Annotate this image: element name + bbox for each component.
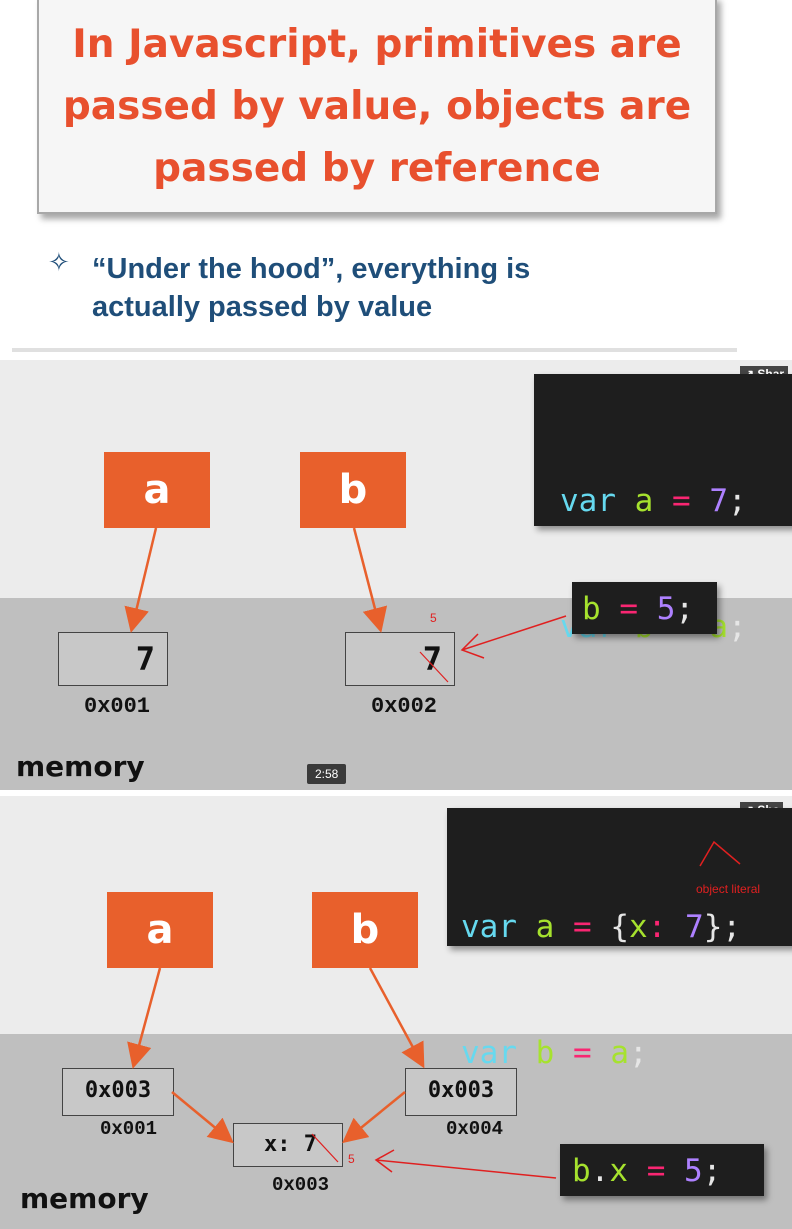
code-brace: {: [610, 909, 630, 945]
code-brace: };: [703, 909, 742, 945]
memory-label: memory: [20, 1182, 149, 1215]
memory-cell-b: 0x003: [405, 1068, 517, 1116]
code-keyword: var: [461, 909, 517, 945]
code-operator: =: [646, 1153, 666, 1189]
arrow-b-to-cell: [352, 527, 388, 633]
code-keyword: var: [560, 483, 616, 519]
code-identifier: b: [572, 1153, 591, 1189]
code-property: x: [609, 1153, 629, 1189]
code-operator: =: [573, 909, 592, 945]
variable-a-box: a: [107, 892, 213, 968]
arrow-cell-a-to-object: [171, 1091, 234, 1144]
annotation-new-value: 5: [348, 1152, 355, 1166]
annotation-arrow: [375, 1159, 557, 1179]
slide-title: In Javascript, primitives are passed by …: [62, 22, 692, 191]
code-semicolon: ;: [728, 609, 747, 645]
code-number: 7: [709, 483, 729, 519]
title-box: In Javascript, primitives are passed by …: [37, 0, 717, 214]
code-identifier: a: [610, 1035, 630, 1071]
video-timestamp: 2:58: [307, 764, 347, 784]
arrow-a-to-cell: [124, 527, 158, 633]
code-semicolon: ;: [675, 591, 695, 627]
variable-b-box: b: [312, 892, 418, 968]
code-number: 7: [685, 909, 704, 945]
code-identifier: a: [634, 483, 654, 519]
memory-cell-b: 7: [345, 632, 455, 686]
address-label-a: 0x001: [100, 1118, 158, 1140]
arrow-b-to-cell: [368, 967, 425, 1069]
address-label-b: 0x002: [371, 694, 438, 719]
code-identifier: a: [535, 909, 555, 945]
strikethrough-mark: [419, 651, 449, 683]
memory-cell-a: 0x003: [62, 1068, 174, 1116]
memory-cell-a: 7: [58, 632, 168, 686]
annotation-arrowhead: [374, 1149, 395, 1173]
object-value: 7: [303, 1132, 317, 1157]
video-frame-primitives: ↗ Shar var a = 7; var b = a; a b 7 7 0x0…: [0, 360, 792, 790]
slide-title-section: In Javascript, primitives are passed by …: [0, 0, 792, 358]
code-number: 5: [684, 1153, 703, 1189]
code-number: 5: [656, 591, 676, 627]
annotation-new-value: 5: [430, 611, 437, 625]
code-identifier: b: [535, 1035, 555, 1071]
assign-code-box: b = 5;: [572, 582, 717, 634]
bullet-star-icon: ✧: [48, 248, 70, 278]
assign-code-box: b.x = 5;: [560, 1144, 764, 1196]
code-line-2: var b = a;: [461, 1032, 792, 1074]
annotation-arrowhead: [460, 633, 485, 659]
memory-label: memory: [16, 750, 145, 783]
code-snippet: var a = {x: 7}; var b = a;: [447, 808, 792, 1071]
arrow-a-to-cell: [127, 967, 162, 1069]
frame2-arrows: [127, 840, 741, 1179]
code-semicolon: ;: [629, 1035, 648, 1071]
video-frame-objects: ↗ Sha var a = {x: 7}; var b = a; object …: [0, 796, 792, 1229]
code-key: x: [629, 909, 648, 945]
frame1-arrows: [124, 527, 567, 683]
address-label-b: 0x004: [446, 1118, 504, 1140]
code-semicolon: ;: [702, 1153, 722, 1189]
code-line-1: var a = {x: 7};: [461, 906, 792, 948]
code-operator: =: [672, 483, 691, 519]
slide-divider: [12, 348, 737, 352]
variable-a-box: a: [104, 452, 210, 528]
code-identifier: b: [582, 591, 601, 627]
code-line-1: var a = 7;: [560, 480, 792, 522]
bullet-text: “Under the hood”, everything is actually…: [92, 253, 531, 323]
variable-b-box: b: [300, 452, 406, 528]
code-operator: =: [619, 591, 639, 627]
code-keyword: var: [461, 1035, 517, 1071]
strikethrough-mark: [311, 1133, 339, 1163]
code-semicolon: ;: [728, 483, 747, 519]
annotation-arrow: [461, 615, 567, 651]
object-literal-annotation: object literal: [696, 882, 761, 896]
object-literal-caret: [699, 840, 741, 867]
arrow-cell-b-to-object: [342, 1091, 406, 1144]
address-label-a: 0x001: [84, 694, 151, 719]
code-colon: :: [647, 909, 667, 945]
object-key: x:: [264, 1132, 291, 1157]
code-dot: .: [590, 1153, 610, 1189]
object-cell: x: 7: [233, 1123, 343, 1167]
address-label-object: 0x003: [272, 1174, 330, 1196]
code-operator: =: [573, 1035, 592, 1071]
